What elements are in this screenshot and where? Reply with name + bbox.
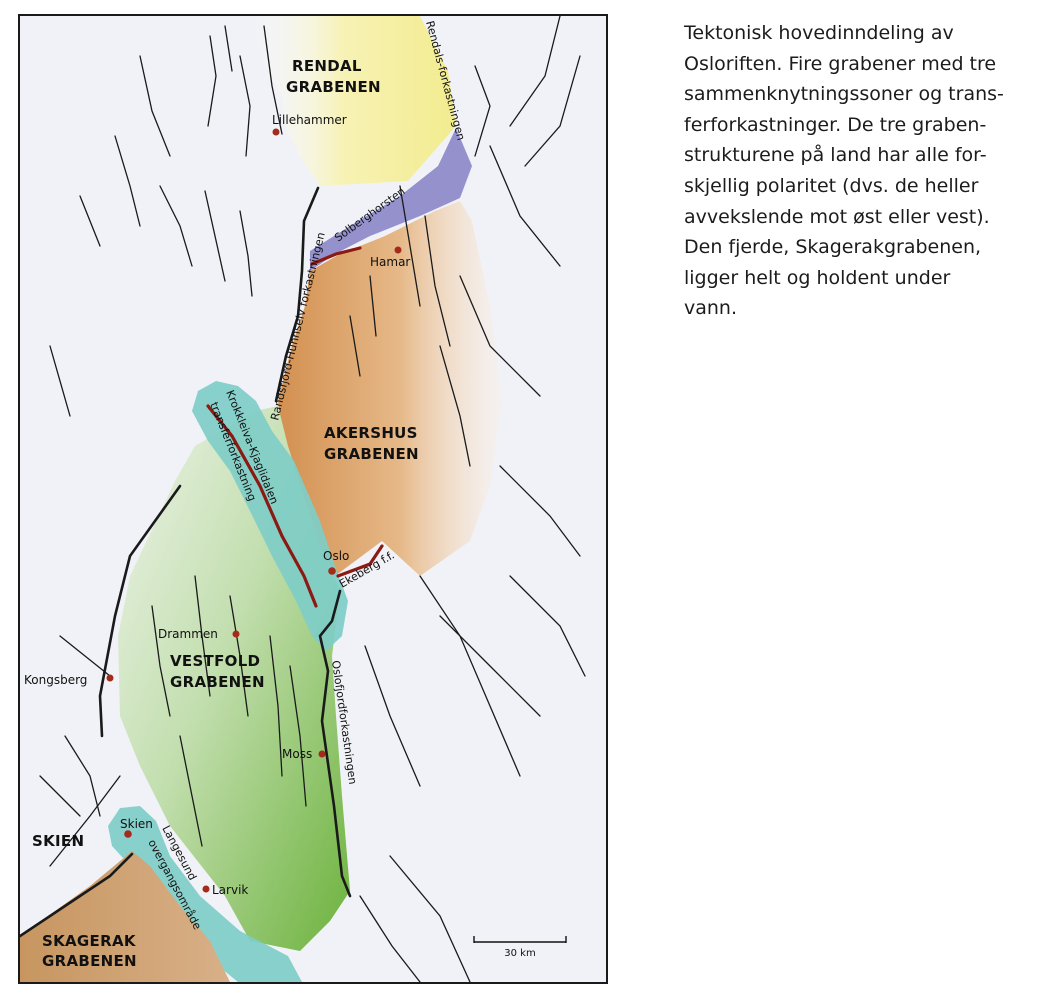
boundary-fault-main <box>274 186 320 403</box>
minor-faults <box>39 16 586 982</box>
oslo-dot <box>328 567 336 575</box>
drammen-dot <box>232 630 240 638</box>
solberg-red-fault <box>310 246 362 266</box>
lillehammer-label: Lillehammer <box>272 113 347 127</box>
krokkleiva-red-fault <box>206 404 318 608</box>
oslofjord-fault-line <box>318 589 352 898</box>
city-markers <box>106 128 402 893</box>
larvik-label: Larvik <box>212 883 248 897</box>
scale-bar-label: 30 km <box>504 948 535 959</box>
moss-dot <box>318 750 326 758</box>
hamar-label: Hamar <box>370 255 410 269</box>
drammen-label: Drammen <box>158 627 218 641</box>
west-vestfold-fault <box>98 484 182 738</box>
caption-line: Den fjerde, Skagerakgrabenen, <box>684 236 982 259</box>
caption-line: strukturene på land har alle for- <box>684 144 987 167</box>
caption-line: avvekslende mot øst eller vest). <box>684 205 990 228</box>
skagerak-label-1: SKAGERAK <box>42 932 137 950</box>
caption-line: Osloriften. Fire grabener med tre <box>684 52 997 75</box>
akershus-label-1: AKERSHUS <box>324 424 418 442</box>
caption-line: Tektonisk hovedinndeling av <box>684 22 954 44</box>
figure-caption: Tektonisk hovedinndeling av Osloriften. … <box>684 18 1024 324</box>
skien-region-label: SKIEN <box>32 832 84 850</box>
caption-line: ferforkastninger. De tre graben- <box>684 113 987 136</box>
hamar-dot <box>394 246 402 254</box>
langesund-transfer-zone <box>108 806 302 982</box>
skagerak-graben-area <box>20 851 230 982</box>
rendal-label-2: GRABENEN <box>286 78 381 96</box>
skagerak-label-2: GRABENEN <box>42 952 137 970</box>
caption-line: ligger helt og holdent under <box>684 266 951 289</box>
larvik-dot <box>202 885 210 893</box>
lillehammer-dot <box>272 128 280 136</box>
caption-line: sammenknytningssoner og trans- <box>684 83 1004 106</box>
rendal-label-1: RENDAL <box>292 57 362 75</box>
kongsberg-dot <box>106 674 114 682</box>
tectonic-map: RENDAL GRABENEN AKERSHUS GRABENEN VESTFO… <box>18 14 608 984</box>
akershus-label-2: GRABENEN <box>324 445 419 463</box>
caption-line: skjellig polaritet (dvs. de heller <box>684 174 979 197</box>
caption-line: vann. <box>684 297 738 320</box>
moss-label: Moss <box>282 747 312 761</box>
krokkleiva-transfer-zone <box>192 381 348 651</box>
vestfold-label-2: GRABENEN <box>170 673 265 691</box>
map-canvas: RENDAL GRABENEN AKERSHUS GRABENEN VESTFO… <box>20 16 586 982</box>
kongsberg-label: Kongsberg <box>24 673 87 687</box>
skien-dot <box>124 830 132 838</box>
vestfold-label-1: VESTFOLD <box>170 652 260 670</box>
oslo-label: Oslo <box>323 549 349 563</box>
scale-bar: 30 km <box>473 936 567 959</box>
akershus-graben-area <box>278 201 502 576</box>
rendal-graben-area <box>252 16 456 186</box>
ekeberg-red-fault <box>336 544 384 578</box>
solberghorsten-area <box>310 128 472 271</box>
skien-city-label: Skien <box>120 817 153 831</box>
skagerak-fault <box>20 852 134 938</box>
